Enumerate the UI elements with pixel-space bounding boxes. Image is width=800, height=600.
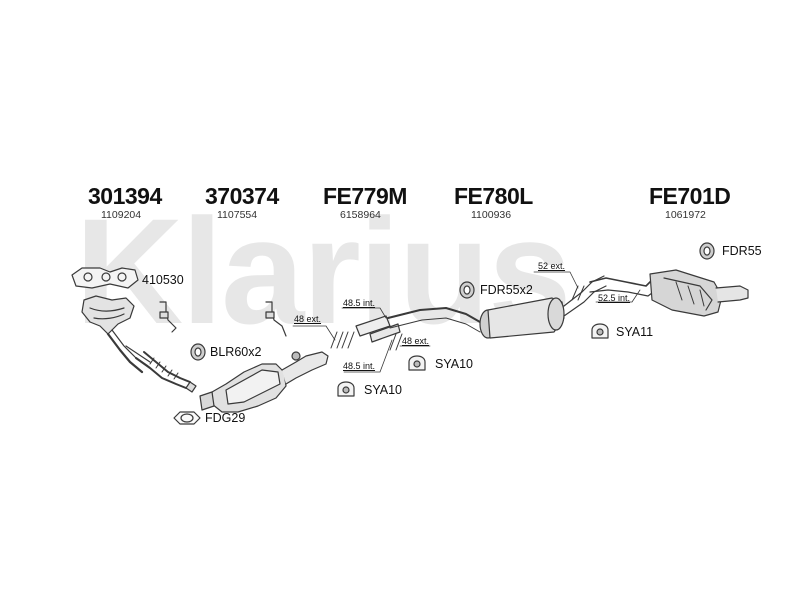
- label-fdg29: FDG29: [205, 411, 246, 425]
- label-sya10-2: SYA10: [364, 383, 402, 397]
- gasket-fdg29-icon: [173, 411, 201, 425]
- joint-marks-rear: [571, 285, 585, 301]
- dim-52-5-int: 52.5 int.: [598, 293, 631, 303]
- clamp-sya10-icon-2: [337, 381, 355, 397]
- oxygen-sensor-1: [159, 301, 177, 333]
- dim-48-ext-1: 48 ext.: [294, 314, 322, 324]
- label-sya11: SYA11: [616, 325, 654, 339]
- oe-number-1061972: 1061972: [665, 209, 706, 221]
- dim-52-ext: 52 ext.: [538, 261, 566, 271]
- part-number-370374: 370374: [205, 183, 279, 209]
- oe-number-1107554: 1107554: [217, 209, 258, 221]
- spring-blr60x2-icon: [190, 343, 206, 361]
- middle-silencer-fe780l: [479, 275, 607, 339]
- label-fdr55: FDR55: [722, 244, 762, 258]
- label-410530: 410530: [142, 273, 184, 287]
- oxygen-sensor-2: [265, 301, 287, 337]
- part-number-fe780l: FE780L: [454, 183, 533, 209]
- dim-48-5-int-1: 48.5 int.: [343, 298, 376, 308]
- part-number-fe701d: FE701D: [649, 183, 731, 209]
- clamp-sya11-icon: [591, 323, 609, 339]
- clamp-sya10-icon-1: [408, 355, 426, 371]
- ring-fdr55-icon: [699, 242, 715, 260]
- dim-48-5-int-2: 48.5 int.: [343, 361, 376, 371]
- part-number-301394: 301394: [88, 183, 162, 209]
- label-blr60x2: BLR60x2: [210, 345, 262, 359]
- dim-48-ext-2: 48 ext.: [402, 336, 430, 346]
- label-sya10-1: SYA10: [435, 357, 473, 371]
- front-pipe-370374: [135, 351, 197, 393]
- part-number-fe779m: FE779M: [323, 183, 407, 209]
- oe-number-6158964: 6158964: [340, 209, 381, 221]
- catalytic-converter: [199, 351, 329, 413]
- rear-silencer-fe701d: [589, 269, 749, 317]
- joint-marks-center: [330, 331, 403, 351]
- ring-fdr55x2-icon: [459, 281, 475, 299]
- oe-number-1100936: 1100936: [471, 209, 512, 221]
- oe-number-1109204: 1109204: [101, 209, 142, 221]
- label-fdr55x2: FDR55x2: [480, 283, 533, 297]
- manifold-gasket-410530: [71, 267, 139, 289]
- center-pipe-fe779m: [355, 307, 481, 343]
- leader-lines: [292, 271, 641, 373]
